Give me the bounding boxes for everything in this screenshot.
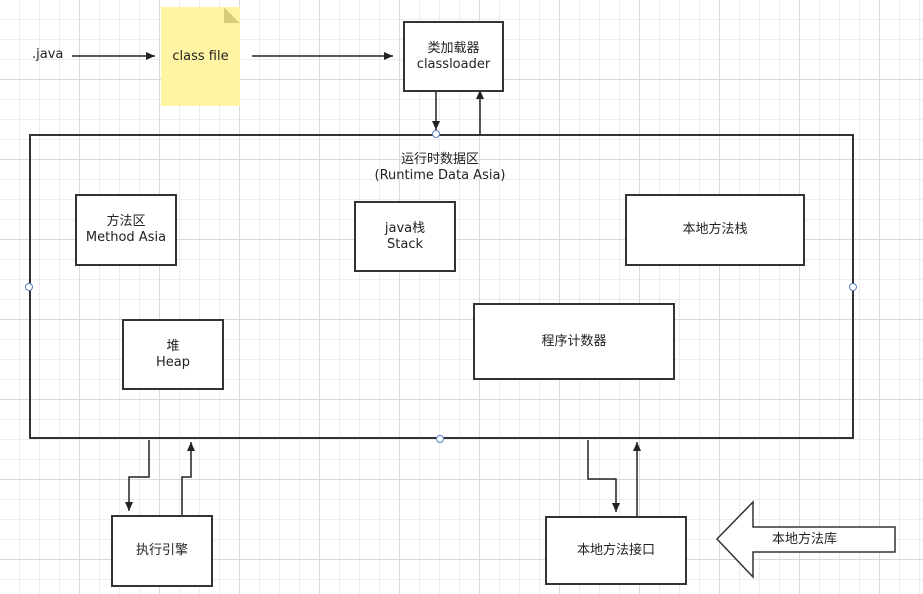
program-counter-label: 程序计数器 [541, 333, 607, 349]
classloader-box: 类加载器 classloader [403, 21, 504, 92]
execution-engine-box: 执行引擎 [111, 515, 213, 587]
arrow-runtime-to-engine [125, 440, 150, 511]
java-stack-label-en: Stack [387, 236, 423, 252]
runtime-label-en: (Runtime Data Asia) [374, 168, 506, 183]
runtime-data-area-title: 运行时数据区 (Runtime Data Asia) [340, 152, 540, 184]
java-stack-label-cn: java栈 [384, 220, 426, 236]
class-file-note: class file [161, 7, 240, 106]
native-library-arrow-shape [715, 500, 896, 579]
native-interface-box: 本地方法接口 [545, 516, 687, 585]
runtime-label-cn: 运行时数据区 [400, 152, 479, 167]
method-area-label-en: Method Asia [85, 230, 167, 245]
classloader-label-en: classloader [416, 56, 491, 72]
native-method-stack-box: 本地方法栈 [625, 194, 805, 266]
native-method-stack-label: 本地方法栈 [682, 222, 748, 237]
class-file-label: class file [172, 49, 229, 64]
native-library-label: 本地方法库 [772, 532, 838, 547]
method-area-box: 方法区 Method Asia [75, 194, 177, 266]
method-area-label-cn: 方法区 [106, 214, 146, 229]
left-connection-handle[interactable] [25, 283, 33, 291]
heap-label-cn: 堆 [166, 338, 180, 354]
heap-box: 堆 Heap [122, 319, 224, 390]
arrow-runtime-to-interface [587, 440, 620, 512]
arrow-engine-to-runtime [181, 442, 195, 516]
program-counter-box: 程序计数器 [473, 303, 675, 380]
native-interface-label: 本地方法接口 [576, 542, 655, 558]
heap-label-en: Heap [156, 354, 190, 370]
java-stack-box: java栈 Stack [354, 201, 456, 272]
classloader-label-cn: 类加载器 [427, 40, 480, 56]
right-connection-handle[interactable] [849, 283, 857, 291]
java-source-label: .java [32, 47, 64, 62]
top-connection-handle[interactable] [432, 130, 440, 138]
bottom-connection-handle[interactable] [436, 435, 444, 443]
execution-engine-label: 执行引擎 [135, 543, 188, 558]
